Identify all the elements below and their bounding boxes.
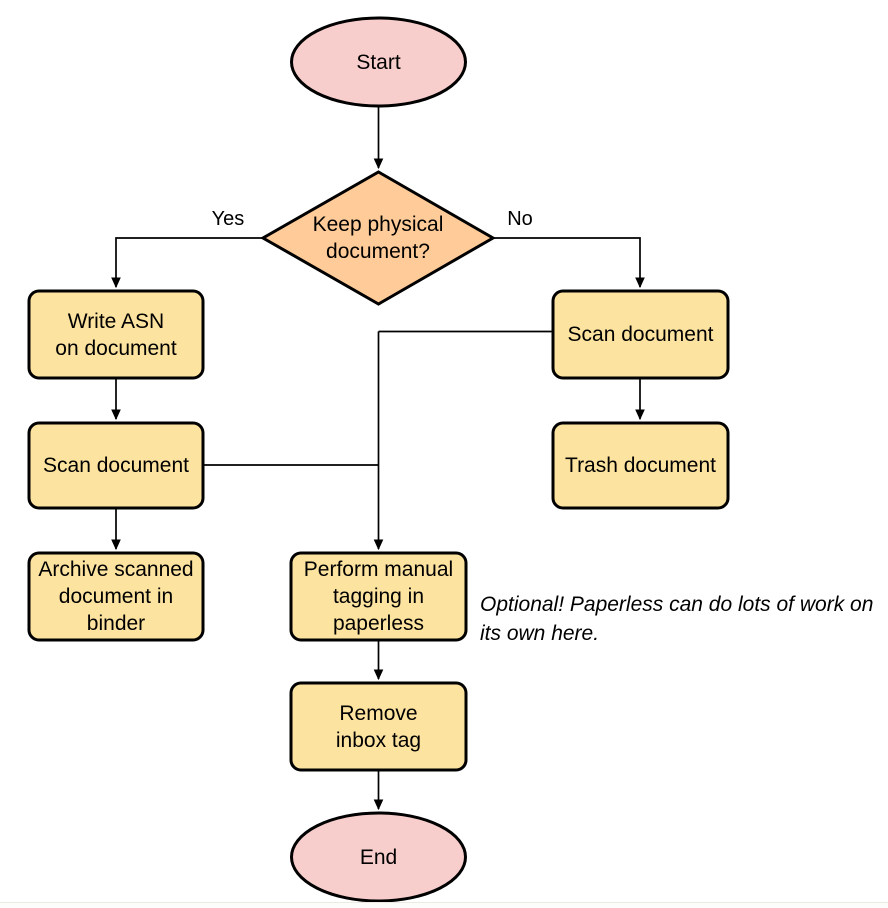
edge-decision-yes-to-write-asn	[111, 237, 263, 289]
scan-right-process-shape	[551, 289, 730, 380]
edge-layer	[111, 106, 645, 811]
node-shape-layer	[27, 16, 730, 903]
start-terminator-shape	[290, 16, 467, 108]
optional-annotation: Optional! Paperless can do lots of work …	[480, 593, 874, 645]
edge-decision-no-to-scan-right	[493, 237, 645, 289]
tagging-process-shape	[289, 551, 468, 642]
remove-inbox-process-shape	[289, 681, 468, 772]
trash-process-shape	[551, 421, 730, 510]
scan-left-process-shape	[27, 421, 205, 510]
decision-diamond-shape	[259, 170, 497, 306]
archive-process-shape	[27, 551, 205, 642]
end-terminator-shape	[290, 811, 467, 903]
write-asn-process-shape	[27, 289, 205, 380]
page-bottom-edge	[0, 902, 888, 908]
